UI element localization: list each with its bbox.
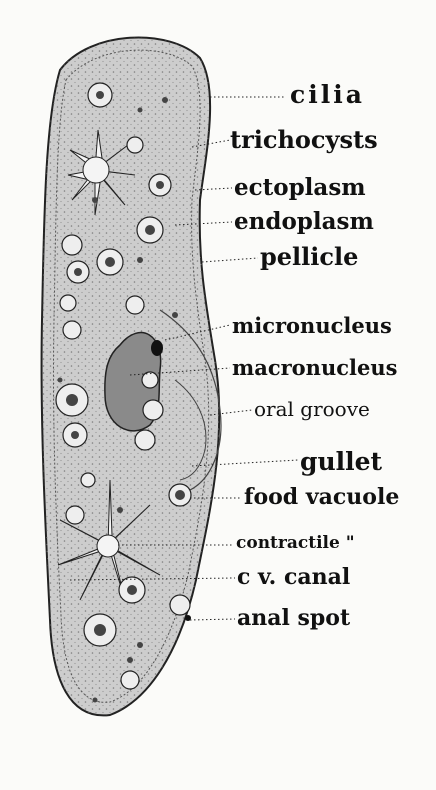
label-endoplasm: endoplasm [234, 210, 374, 233]
label-ectoplasm: ectoplasm [234, 176, 366, 199]
label-cilia: cilia [290, 82, 365, 107]
label-pellicle: pellicle [260, 245, 358, 269]
label-micronucleus: micronucleus [232, 315, 392, 336]
label-oral-groove: oral groove [254, 399, 370, 419]
label-gullet: gullet [300, 449, 382, 474]
label-anal-spot: anal spot [237, 607, 350, 629]
label-food-vacuole: food vacuole [244, 486, 399, 508]
label-macronucleus: macronucleus [232, 357, 397, 378]
label-contractile: contractile " [236, 535, 355, 552]
label-cv-canal: c v. canal [237, 566, 350, 588]
micronucleus [151, 340, 163, 356]
label-trichocysts: trichocysts [230, 128, 378, 152]
